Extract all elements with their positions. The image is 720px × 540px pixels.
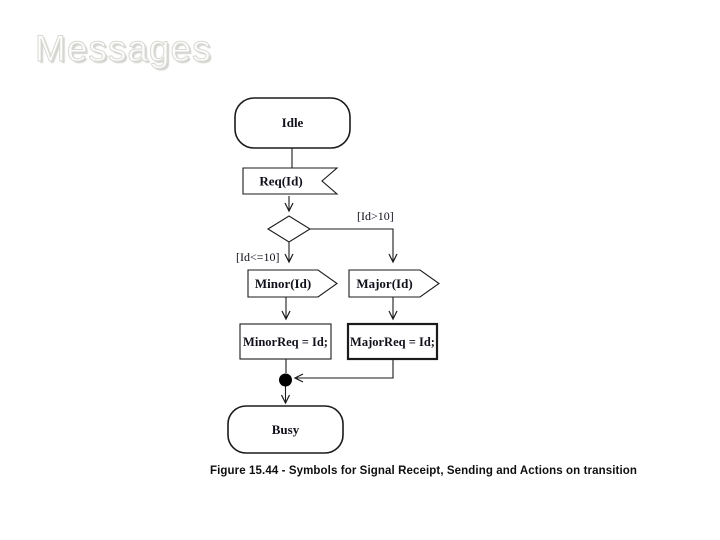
signal-send-major: Major(Id) bbox=[348, 269, 440, 298]
decision-diamond bbox=[266, 215, 312, 243]
action-minor-shape bbox=[239, 323, 332, 360]
action-major: MajorReq = Id; bbox=[346, 322, 439, 361]
signal-receipt-req: Req(Id) bbox=[242, 167, 339, 195]
signal-receipt-shape bbox=[242, 167, 339, 195]
junction-point bbox=[279, 373, 292, 387]
action-major-label: MajorReq = Id; bbox=[350, 335, 435, 349]
guard-label-left: [Id<=10] bbox=[236, 250, 280, 264]
slide-title: Messages bbox=[35, 28, 212, 69]
state-idle: Idle bbox=[234, 97, 351, 149]
signal-send-minor: Minor(Id) bbox=[247, 269, 338, 298]
action-major-shape bbox=[346, 322, 439, 361]
state-busy: Busy bbox=[227, 405, 344, 454]
figure-caption: Figure 15.44 - Symbols for Signal Receip… bbox=[210, 465, 637, 477]
guard-label-right: [Id>10] bbox=[357, 209, 394, 223]
signal-send-major-label: Major(Id) bbox=[356, 276, 412, 291]
edge-major-action-to-junction bbox=[293, 359, 394, 383]
action-minor-label: MinorReq = Id; bbox=[243, 335, 328, 349]
signal-send-minor-label: Minor(Id) bbox=[255, 276, 311, 291]
busy-state-shape bbox=[227, 405, 344, 454]
action-minor: MinorReq = Id; bbox=[239, 323, 332, 360]
signal-send-minor-shape bbox=[247, 269, 338, 298]
busy-state-label: Busy bbox=[272, 422, 300, 437]
signal-receipt-label: Req(Id) bbox=[259, 174, 302, 189]
edge-decision-to-major bbox=[310, 228, 398, 264]
idle-state-label: Idle bbox=[282, 115, 304, 130]
signal-send-major-shape bbox=[348, 269, 440, 298]
